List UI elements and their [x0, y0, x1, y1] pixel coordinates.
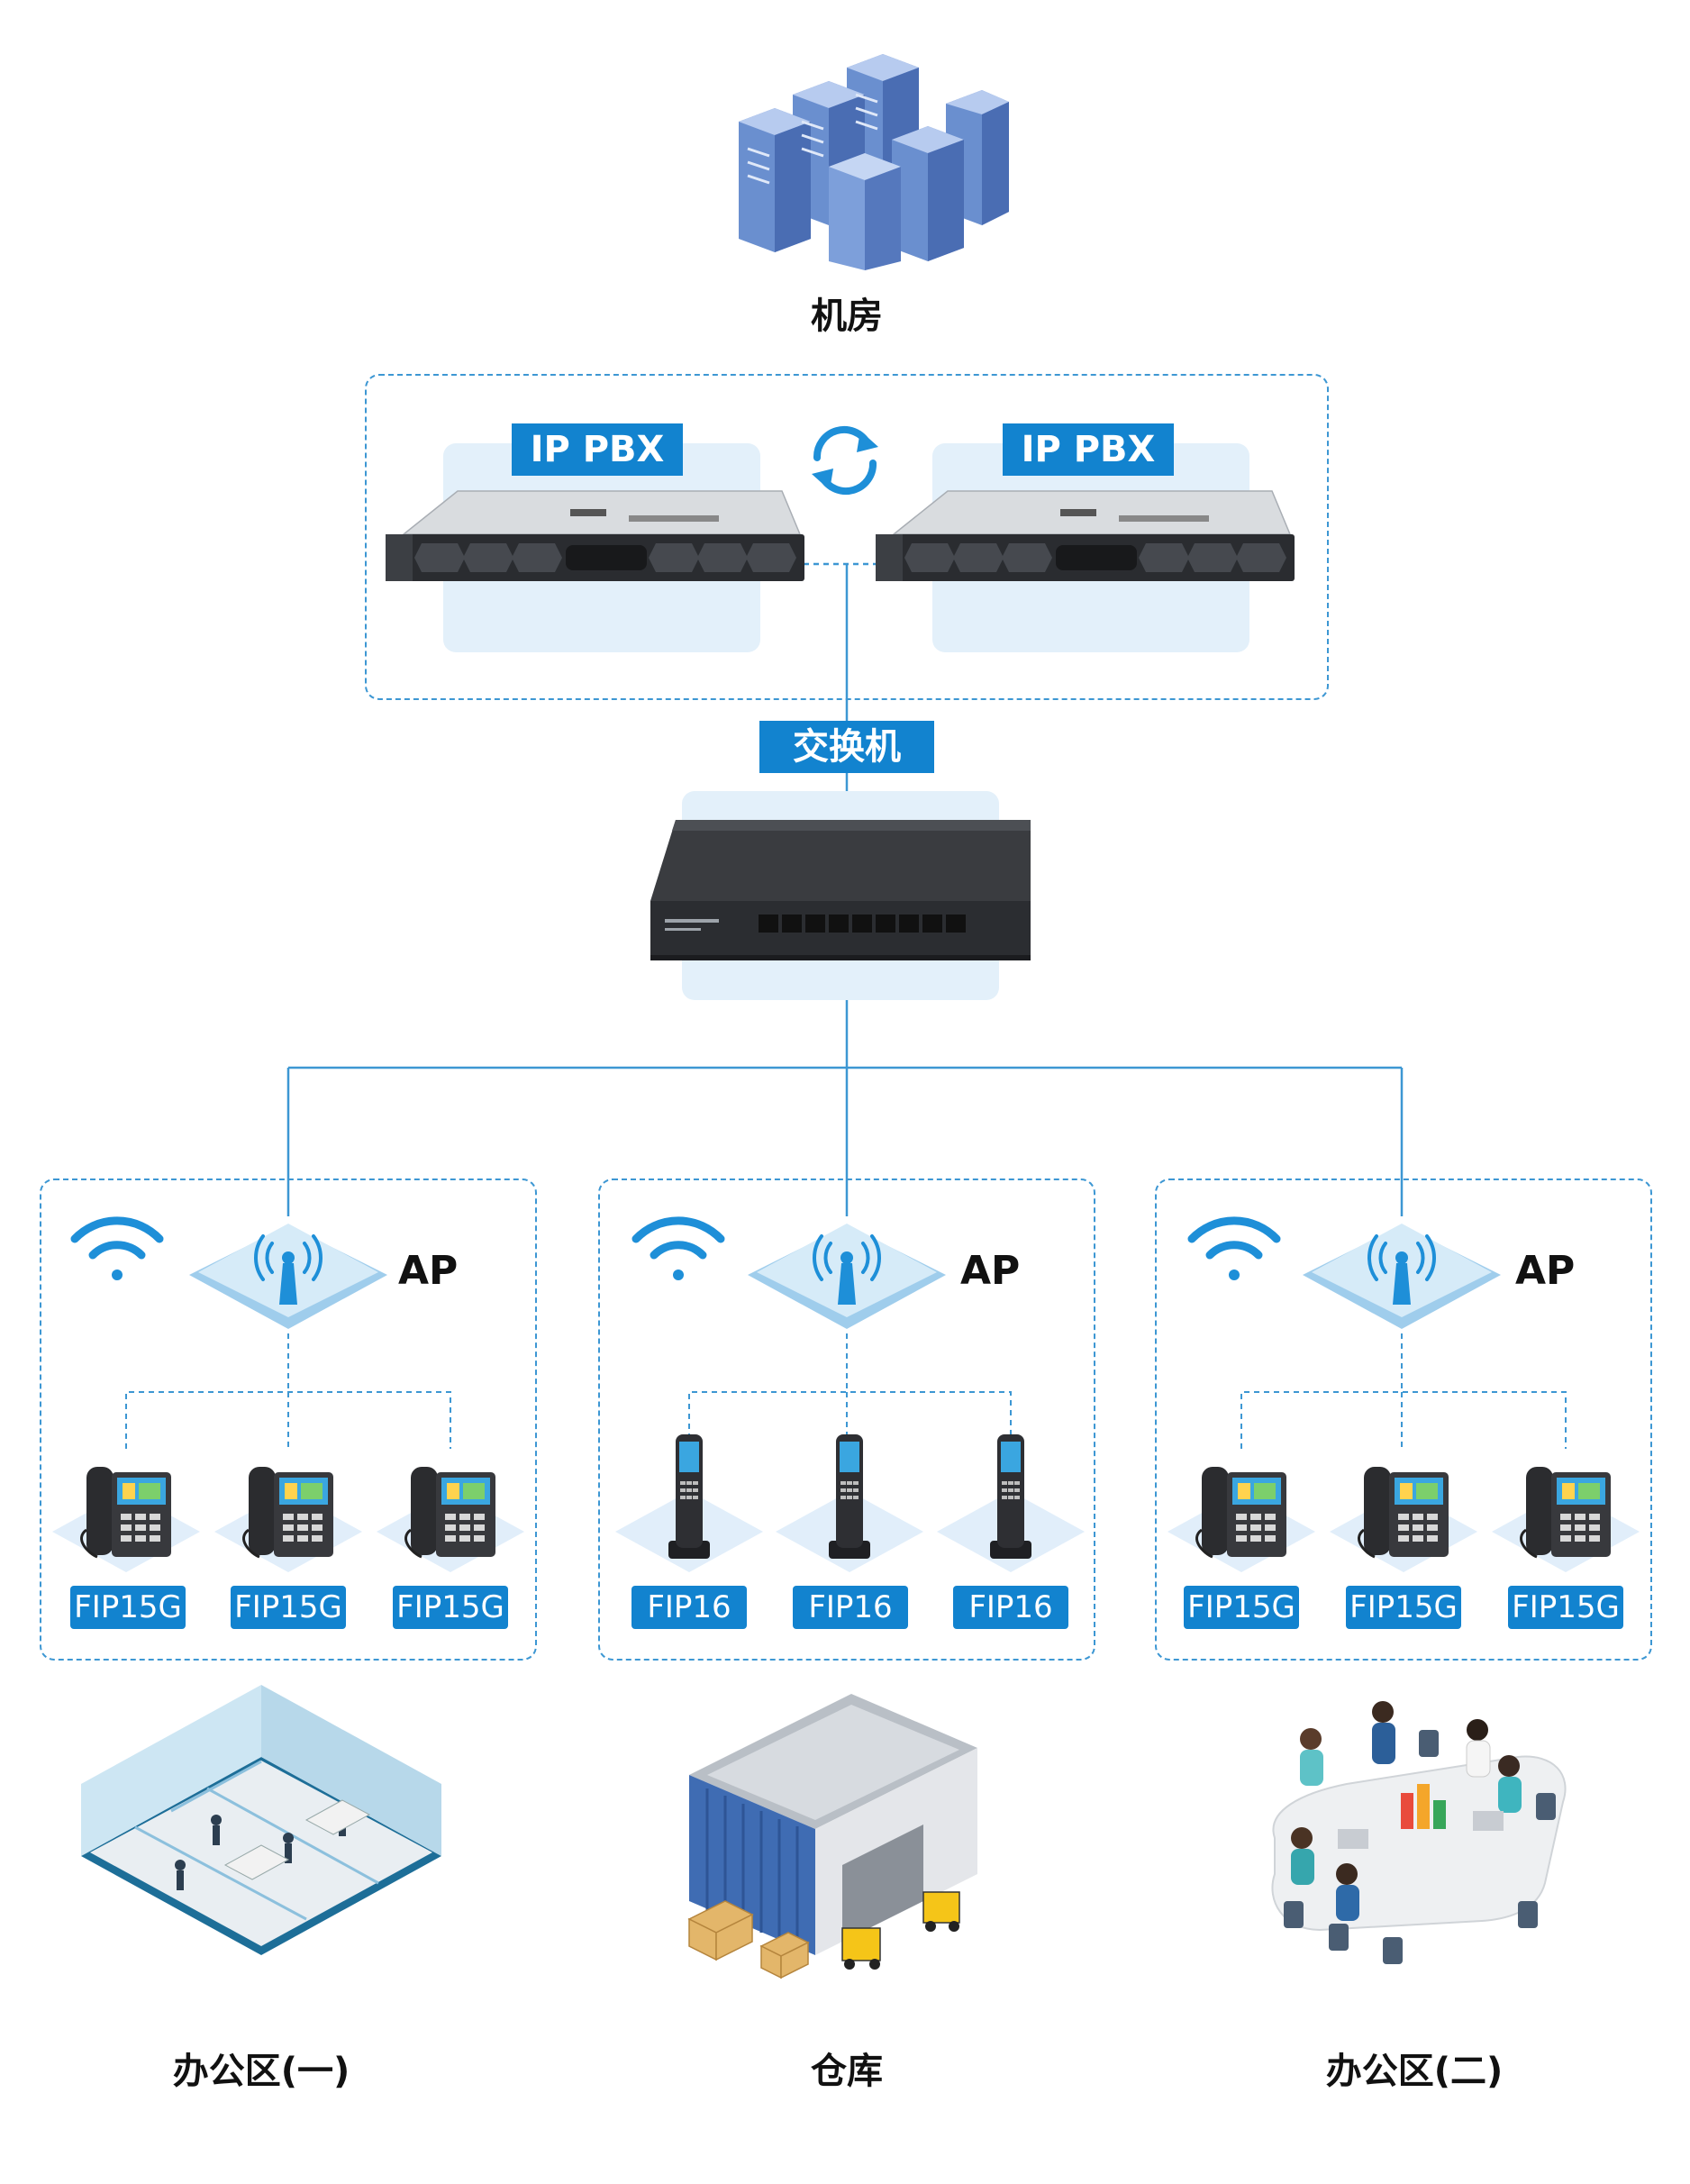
pbx-right-badge: IP PBX: [1003, 423, 1174, 476]
network-switch-icon: [650, 820, 1031, 969]
area-label-warehouse: 仓库: [811, 2051, 883, 2092]
phone-model-label: FIP15G: [70, 1586, 186, 1629]
desk-phone-icon: [241, 1467, 335, 1559]
wifi-icon: [1185, 1212, 1284, 1284]
desk-phone-icon: [1195, 1467, 1288, 1559]
phone-model-label: FIP16: [631, 1586, 747, 1629]
area-label-office-1: 办公区(一): [172, 2051, 350, 2092]
pbx-cluster-box: [365, 374, 1329, 700]
wifi-icon: [629, 1212, 728, 1284]
zone-box-office-1: [40, 1178, 537, 1661]
phone-model-label: FIP15G: [1184, 1586, 1299, 1629]
area-label-office-2: 办公区(二): [1325, 2051, 1504, 2092]
zone-box-office-2: [1155, 1178, 1652, 1661]
cordless-phone-icon: [825, 1434, 874, 1561]
ap-label: AP: [960, 1248, 1021, 1294]
access-point-icon: [189, 1216, 387, 1342]
pbx-left-badge: IP PBX: [512, 423, 683, 476]
desk-phone-icon: [1357, 1467, 1450, 1559]
access-point-icon: [748, 1216, 946, 1342]
desk-phone-icon: [404, 1467, 497, 1559]
desk-phone-icon: [79, 1467, 173, 1559]
wifi-icon: [68, 1212, 167, 1284]
server-room-icon: [712, 50, 1009, 270]
phone-model-label: FIP16: [953, 1586, 1068, 1629]
office-floor-icon: [81, 1685, 441, 1973]
access-point-icon: [1303, 1216, 1501, 1342]
switch-badge: 交换机: [759, 721, 934, 773]
pbx-server-right: [876, 490, 1301, 588]
phone-model-label: FIP15G: [1508, 1586, 1623, 1629]
cordless-phone-icon: [665, 1434, 713, 1561]
desk-phone-icon: [1519, 1467, 1613, 1559]
pbx-server-left: [386, 490, 811, 588]
zone-box-warehouse: [598, 1178, 1095, 1661]
phone-model-label: FIP15G: [393, 1586, 508, 1629]
phone-model-label: FIP16: [793, 1586, 908, 1629]
cordless-phone-icon: [986, 1434, 1035, 1561]
ap-label: AP: [398, 1248, 459, 1294]
phone-model-label: FIP15G: [1346, 1586, 1461, 1629]
meeting-room-icon: [1248, 1694, 1586, 1987]
phone-model-label: FIP15G: [231, 1586, 346, 1629]
sync-arrows-icon: [804, 423, 886, 496]
warehouse-icon: [653, 1685, 1013, 1991]
server-room-label: 机房: [811, 296, 883, 337]
ap-label: AP: [1515, 1248, 1576, 1294]
